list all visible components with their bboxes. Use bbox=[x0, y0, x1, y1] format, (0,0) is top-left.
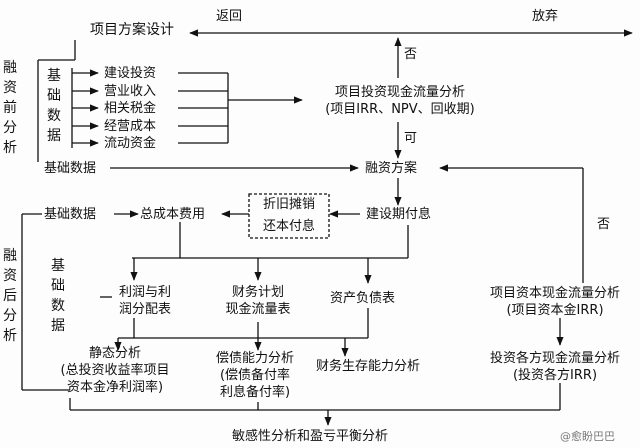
item-construction-investment: 建设投资 bbox=[104, 66, 157, 81]
project-design-node: 项目方案设计 bbox=[90, 22, 174, 38]
item-operating-cost: 经营成本 bbox=[104, 119, 157, 134]
investors-cashflow-analysis: 投资各方现金流量分析 (投资各方IRR) bbox=[470, 350, 640, 384]
item-related-taxes: 相关税金 bbox=[104, 101, 157, 116]
profit-distribution-table: 利润与利 润分配表 bbox=[110, 284, 180, 318]
post-base-data-label: 基础数据 bbox=[51, 258, 65, 334]
financial-plan-cashflow-table: 财务计划 现金流量表 bbox=[212, 284, 304, 318]
project-cashflow-title: 项目投资现金流量分析 bbox=[334, 85, 465, 100]
investors-cashflow-title: 投资各方现金流量分析 bbox=[489, 351, 620, 366]
total-cost-node: 总成本费用 bbox=[140, 207, 206, 222]
approve-label: 可 bbox=[404, 131, 418, 146]
base-data-mid: 基础数据 bbox=[44, 161, 97, 176]
reject-label-upper: 否 bbox=[404, 47, 418, 62]
repayment-node: 还本付息 bbox=[262, 219, 315, 234]
static-analysis-title: 静态分析 bbox=[88, 346, 141, 361]
return-label: 返回 bbox=[216, 9, 243, 24]
financing-plan-node: 融资方案 bbox=[365, 161, 418, 176]
capital-cashflow-analysis: 项目资本现金流量分析 (项目资本金IRR) bbox=[470, 285, 640, 319]
solvency-title: 偿债能力分析 bbox=[215, 351, 294, 366]
balance-sheet: 资产负债表 bbox=[330, 291, 396, 306]
project-cashflow-analysis: 项目投资现金流量分析 (项目IRR、NPV、回收期) bbox=[305, 84, 495, 118]
capital-cashflow-metric: (项目资本金IRR) bbox=[506, 303, 604, 318]
solvency-detail2: 利息备付率) bbox=[219, 385, 291, 400]
depr-repay-dashed-box bbox=[248, 193, 330, 239]
investors-cashflow-metric: (投资各方IRR) bbox=[512, 368, 598, 383]
static-analysis-detail2: 资本金净利润率) bbox=[66, 380, 164, 395]
watermark: @愈盼巴巴 bbox=[560, 430, 615, 443]
static-analysis: 静态分析 (总投资收益率项目 资本金净利润率) bbox=[40, 345, 190, 396]
solvency-detail1: (偿债备付率 bbox=[219, 368, 291, 383]
depreciation-node: 折旧摊销 bbox=[262, 197, 315, 212]
pre-base-data-label: 基础数据 bbox=[47, 68, 61, 144]
construction-interest-node: 建设期付息 bbox=[366, 207, 432, 222]
solvency-analysis: 偿债能力分析 (偿债备付率 利息备付率) bbox=[200, 350, 310, 401]
abandon-label: 放弃 bbox=[532, 9, 559, 24]
profit-table-line1: 利润与利 bbox=[118, 285, 171, 300]
profit-table-line2: 润分配表 bbox=[118, 302, 171, 317]
static-analysis-detail1: (总投资收益率项目 bbox=[60, 363, 170, 378]
reject-label-right: 否 bbox=[597, 217, 611, 232]
item-operating-revenue: 营业收入 bbox=[104, 84, 157, 99]
item-working-capital: 流动资金 bbox=[104, 136, 157, 151]
sensitivity-breakeven-analysis: 敏感性分析和盈亏平衡分析 bbox=[232, 429, 389, 444]
project-cashflow-metrics: (项目IRR、NPV、回收期) bbox=[325, 102, 475, 117]
fin-plan-line1: 财务计划 bbox=[231, 285, 284, 300]
base-data-post: 基础数据 bbox=[44, 207, 97, 222]
fin-plan-line2: 现金流量表 bbox=[225, 302, 291, 317]
financial-survival-analysis: 财务生存能力分析 bbox=[316, 359, 421, 374]
capital-cashflow-title: 项目资本现金流量分析 bbox=[489, 286, 620, 301]
pre-finance-label: 融资前分析 bbox=[3, 60, 17, 156]
post-finance-label: 融资后分析 bbox=[3, 248, 17, 344]
